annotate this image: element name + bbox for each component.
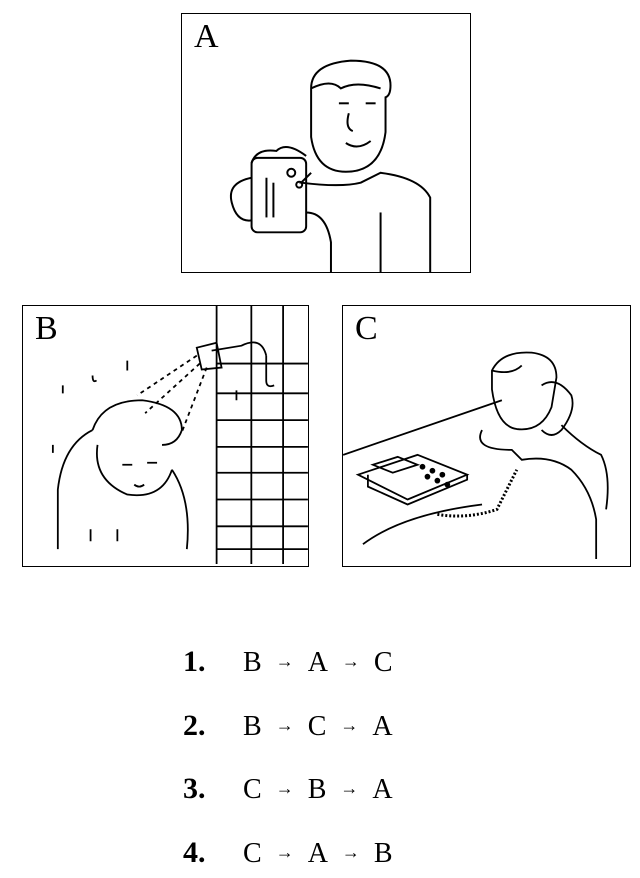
option-step: C bbox=[243, 774, 262, 805]
answer-option-4[interactable]: 4. C → A → B bbox=[183, 836, 393, 870]
panel-label: A bbox=[194, 18, 219, 55]
option-step: B bbox=[373, 838, 393, 869]
option-step: A bbox=[307, 647, 328, 678]
answer-option-2[interactable]: 2. B → C → A bbox=[183, 709, 393, 743]
man-taking-shower-illustration bbox=[51, 306, 308, 565]
panel-b: B bbox=[22, 305, 309, 567]
option-step: B bbox=[243, 711, 262, 742]
option-step: C bbox=[373, 647, 393, 678]
arrow-icon: → bbox=[340, 778, 359, 798]
answer-option-1[interactable]: 1. B → A → C bbox=[183, 645, 393, 679]
panel-label: C bbox=[355, 310, 378, 347]
answer-option-3[interactable]: 3. C → B → A bbox=[183, 772, 393, 806]
arrow-icon: → bbox=[275, 778, 294, 798]
option-step: A bbox=[307, 838, 328, 869]
man-on-telephone-illustration bbox=[343, 351, 609, 560]
option-step: B bbox=[243, 647, 262, 678]
option-step: B bbox=[307, 774, 327, 805]
man-drinking-beer-illustration bbox=[229, 59, 432, 272]
panel-a: A bbox=[181, 13, 471, 273]
panel-label: B bbox=[35, 310, 58, 347]
option-number: 1. bbox=[183, 645, 206, 678]
option-number: 3. bbox=[183, 772, 206, 805]
arrow-icon: → bbox=[340, 715, 359, 735]
option-step: A bbox=[372, 774, 393, 805]
option-number: 2. bbox=[183, 709, 206, 742]
option-step: A bbox=[372, 711, 393, 742]
arrow-icon: → bbox=[341, 842, 360, 862]
option-number: 4. bbox=[183, 836, 206, 869]
arrow-icon: → bbox=[341, 651, 360, 671]
arrow-icon: → bbox=[275, 715, 294, 735]
arrow-icon: → bbox=[275, 842, 294, 862]
option-step: C bbox=[307, 711, 327, 742]
panel-c: C bbox=[342, 305, 631, 567]
option-step: C bbox=[243, 838, 262, 869]
arrow-icon: → bbox=[275, 651, 294, 671]
